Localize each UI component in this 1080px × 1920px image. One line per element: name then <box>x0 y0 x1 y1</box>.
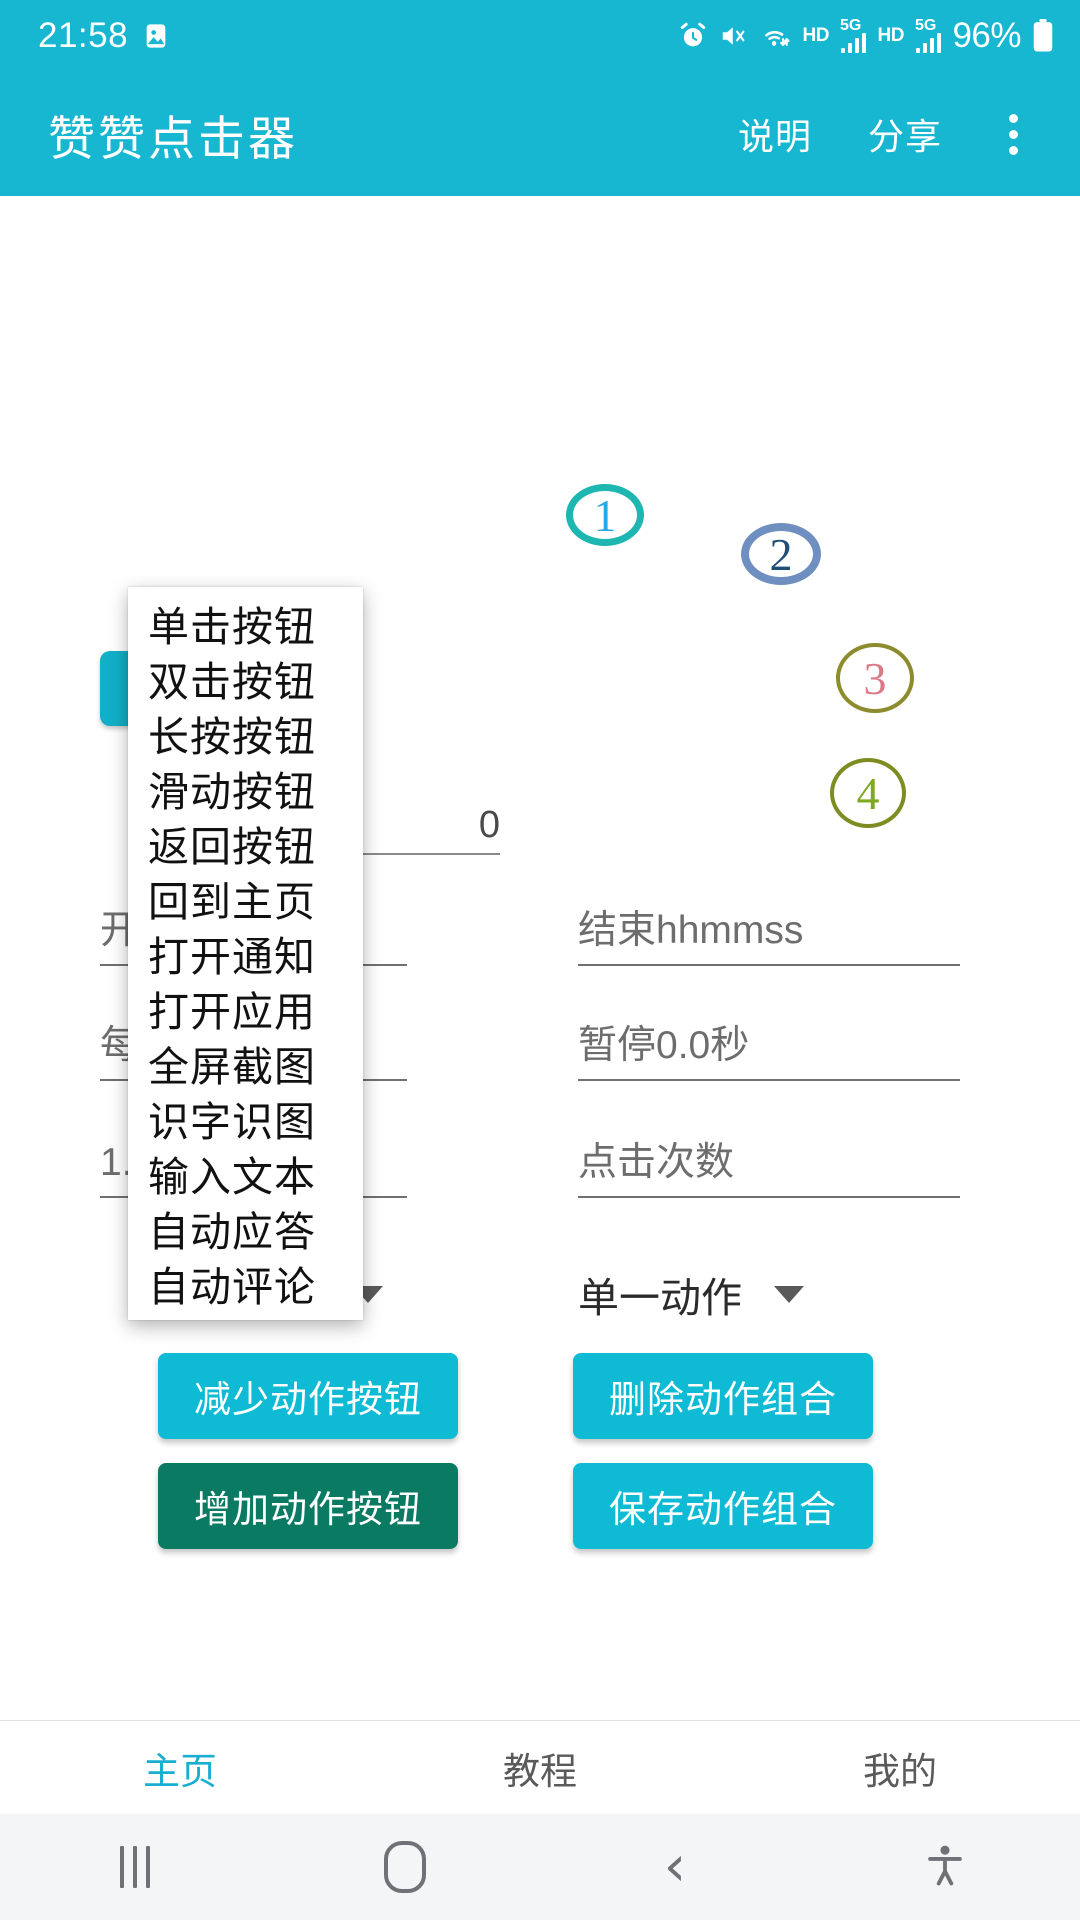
pause-input[interactable]: 暂停0.0秒 <box>578 1014 960 1081</box>
target-circle-2[interactable]: 2 <box>741 523 821 585</box>
5g-signal-icon: 5G <box>839 17 867 53</box>
dropdown-item-2[interactable]: 长按按钮 <box>148 713 316 760</box>
dropdown-item-12[interactable]: 自动评论 <box>148 1263 316 1310</box>
decrease-action-button[interactable]: 减少动作按钮 <box>158 1353 458 1439</box>
dropdown-item-5[interactable]: 回到主页 <box>148 878 316 925</box>
battery-icon <box>1032 19 1054 53</box>
home-icon <box>384 1841 426 1893</box>
three-dots-vertical-icon[interactable] <box>976 97 1050 171</box>
5g-label-2: 5G <box>914 17 937 34</box>
home-button[interactable] <box>270 1841 540 1893</box>
dropdown-item-11[interactable]: 自动应答 <box>148 1208 316 1255</box>
dropdown-item-9[interactable]: 识字识图 <box>148 1098 316 1145</box>
target-circle-1[interactable]: 1 <box>566 484 644 546</box>
app-title: 赞赞点击器 <box>48 111 298 165</box>
battery-percent: 96% <box>952 16 1021 55</box>
status-clock: 21:58 <box>38 16 129 55</box>
delete-combo-button[interactable]: 删除动作组合 <box>573 1353 873 1439</box>
status-bar-right: HD 5G HD 5G 96% <box>678 16 1054 56</box>
5g-signal-icon-2: 5G <box>914 17 942 53</box>
dropdown-item-1[interactable]: 双击按钮 <box>148 658 316 705</box>
5g-label: 5G <box>839 17 862 34</box>
status-bar: 21:58 HD 5G HD 5G <box>0 0 1080 72</box>
dropdown-item-6[interactable]: 打开通知 <box>148 933 316 980</box>
signal-bars-2 <box>915 33 942 53</box>
dropdown-item-8[interactable]: 全屏截图 <box>148 1043 316 1090</box>
dropdown-item-3[interactable]: 滑动按钮 <box>148 768 316 815</box>
dropdown-item-4[interactable]: 返回按钮 <box>148 823 316 870</box>
wifi-icon <box>760 21 792 51</box>
share-button[interactable]: 分享 <box>840 92 970 176</box>
clicks-input[interactable]: 点击次数 <box>578 1131 960 1198</box>
mute-vibrate-icon <box>719 21 749 51</box>
recents-button[interactable] <box>0 1846 270 1888</box>
signal-bars <box>840 33 867 53</box>
save-combo-button[interactable]: 保存动作组合 <box>573 1463 873 1549</box>
hd-icon-2: HD <box>877 25 904 46</box>
dropdown-item-10[interactable]: 输入文本 <box>148 1153 316 1200</box>
main-content: 1 2 3 4 0 开始hhmmss 结束hhmmss 每隔0.0秒 暂停0.0… <box>0 196 1080 1720</box>
app-bar-actions: 说明 分享 <box>710 92 1050 176</box>
accessibility-button[interactable] <box>810 1842 1080 1892</box>
target-circle-4[interactable]: 4 <box>830 758 906 828</box>
dropdown-item-0[interactable]: 单击按钮 <box>148 603 316 650</box>
system-nav-bar: ‹ <box>0 1814 1080 1920</box>
accessibility-icon <box>924 1842 966 1892</box>
app-bar: 赞赞点击器 说明 分享 <box>0 72 1080 196</box>
nav-tab-mine[interactable]: 我的 <box>863 1750 937 1792</box>
alarm-icon <box>678 21 708 51</box>
back-button[interactable]: ‹ <box>540 1839 810 1895</box>
nav-tab-home[interactable]: 主页 <box>143 1750 217 1792</box>
bottom-nav: 主页 教程 我的 <box>0 1720 1080 1814</box>
instructions-button[interactable]: 说明 <box>710 92 840 176</box>
image-icon <box>142 22 170 50</box>
target-circle-3[interactable]: 3 <box>836 643 914 713</box>
count-display: 0 <box>360 804 500 855</box>
nav-tab-tutorial[interactable]: 教程 <box>503 1750 577 1792</box>
recents-icon <box>120 1846 150 1888</box>
back-chevron-icon: ‹ <box>663 1834 687 1899</box>
end-time-input[interactable]: 结束hhmmss <box>578 899 960 966</box>
status-bar-left: 21:58 <box>38 16 170 56</box>
action-mode-spinner[interactable]: 单一动作 <box>578 1264 804 1324</box>
action-type-dropdown-popup[interactable]: 单击按钮双击按钮长按按钮滑动按钮返回按钮回到主页打开通知打开应用全屏截图识字识图… <box>128 587 363 1320</box>
dropdown-item-7[interactable]: 打开应用 <box>148 988 316 1035</box>
action-mode-spinner-value: 单一动作 <box>578 1275 742 1321</box>
increase-action-button[interactable]: 增加动作按钮 <box>158 1463 458 1549</box>
hd-icon: HD <box>802 25 830 46</box>
chevron-down-icon-2 <box>774 1285 804 1303</box>
